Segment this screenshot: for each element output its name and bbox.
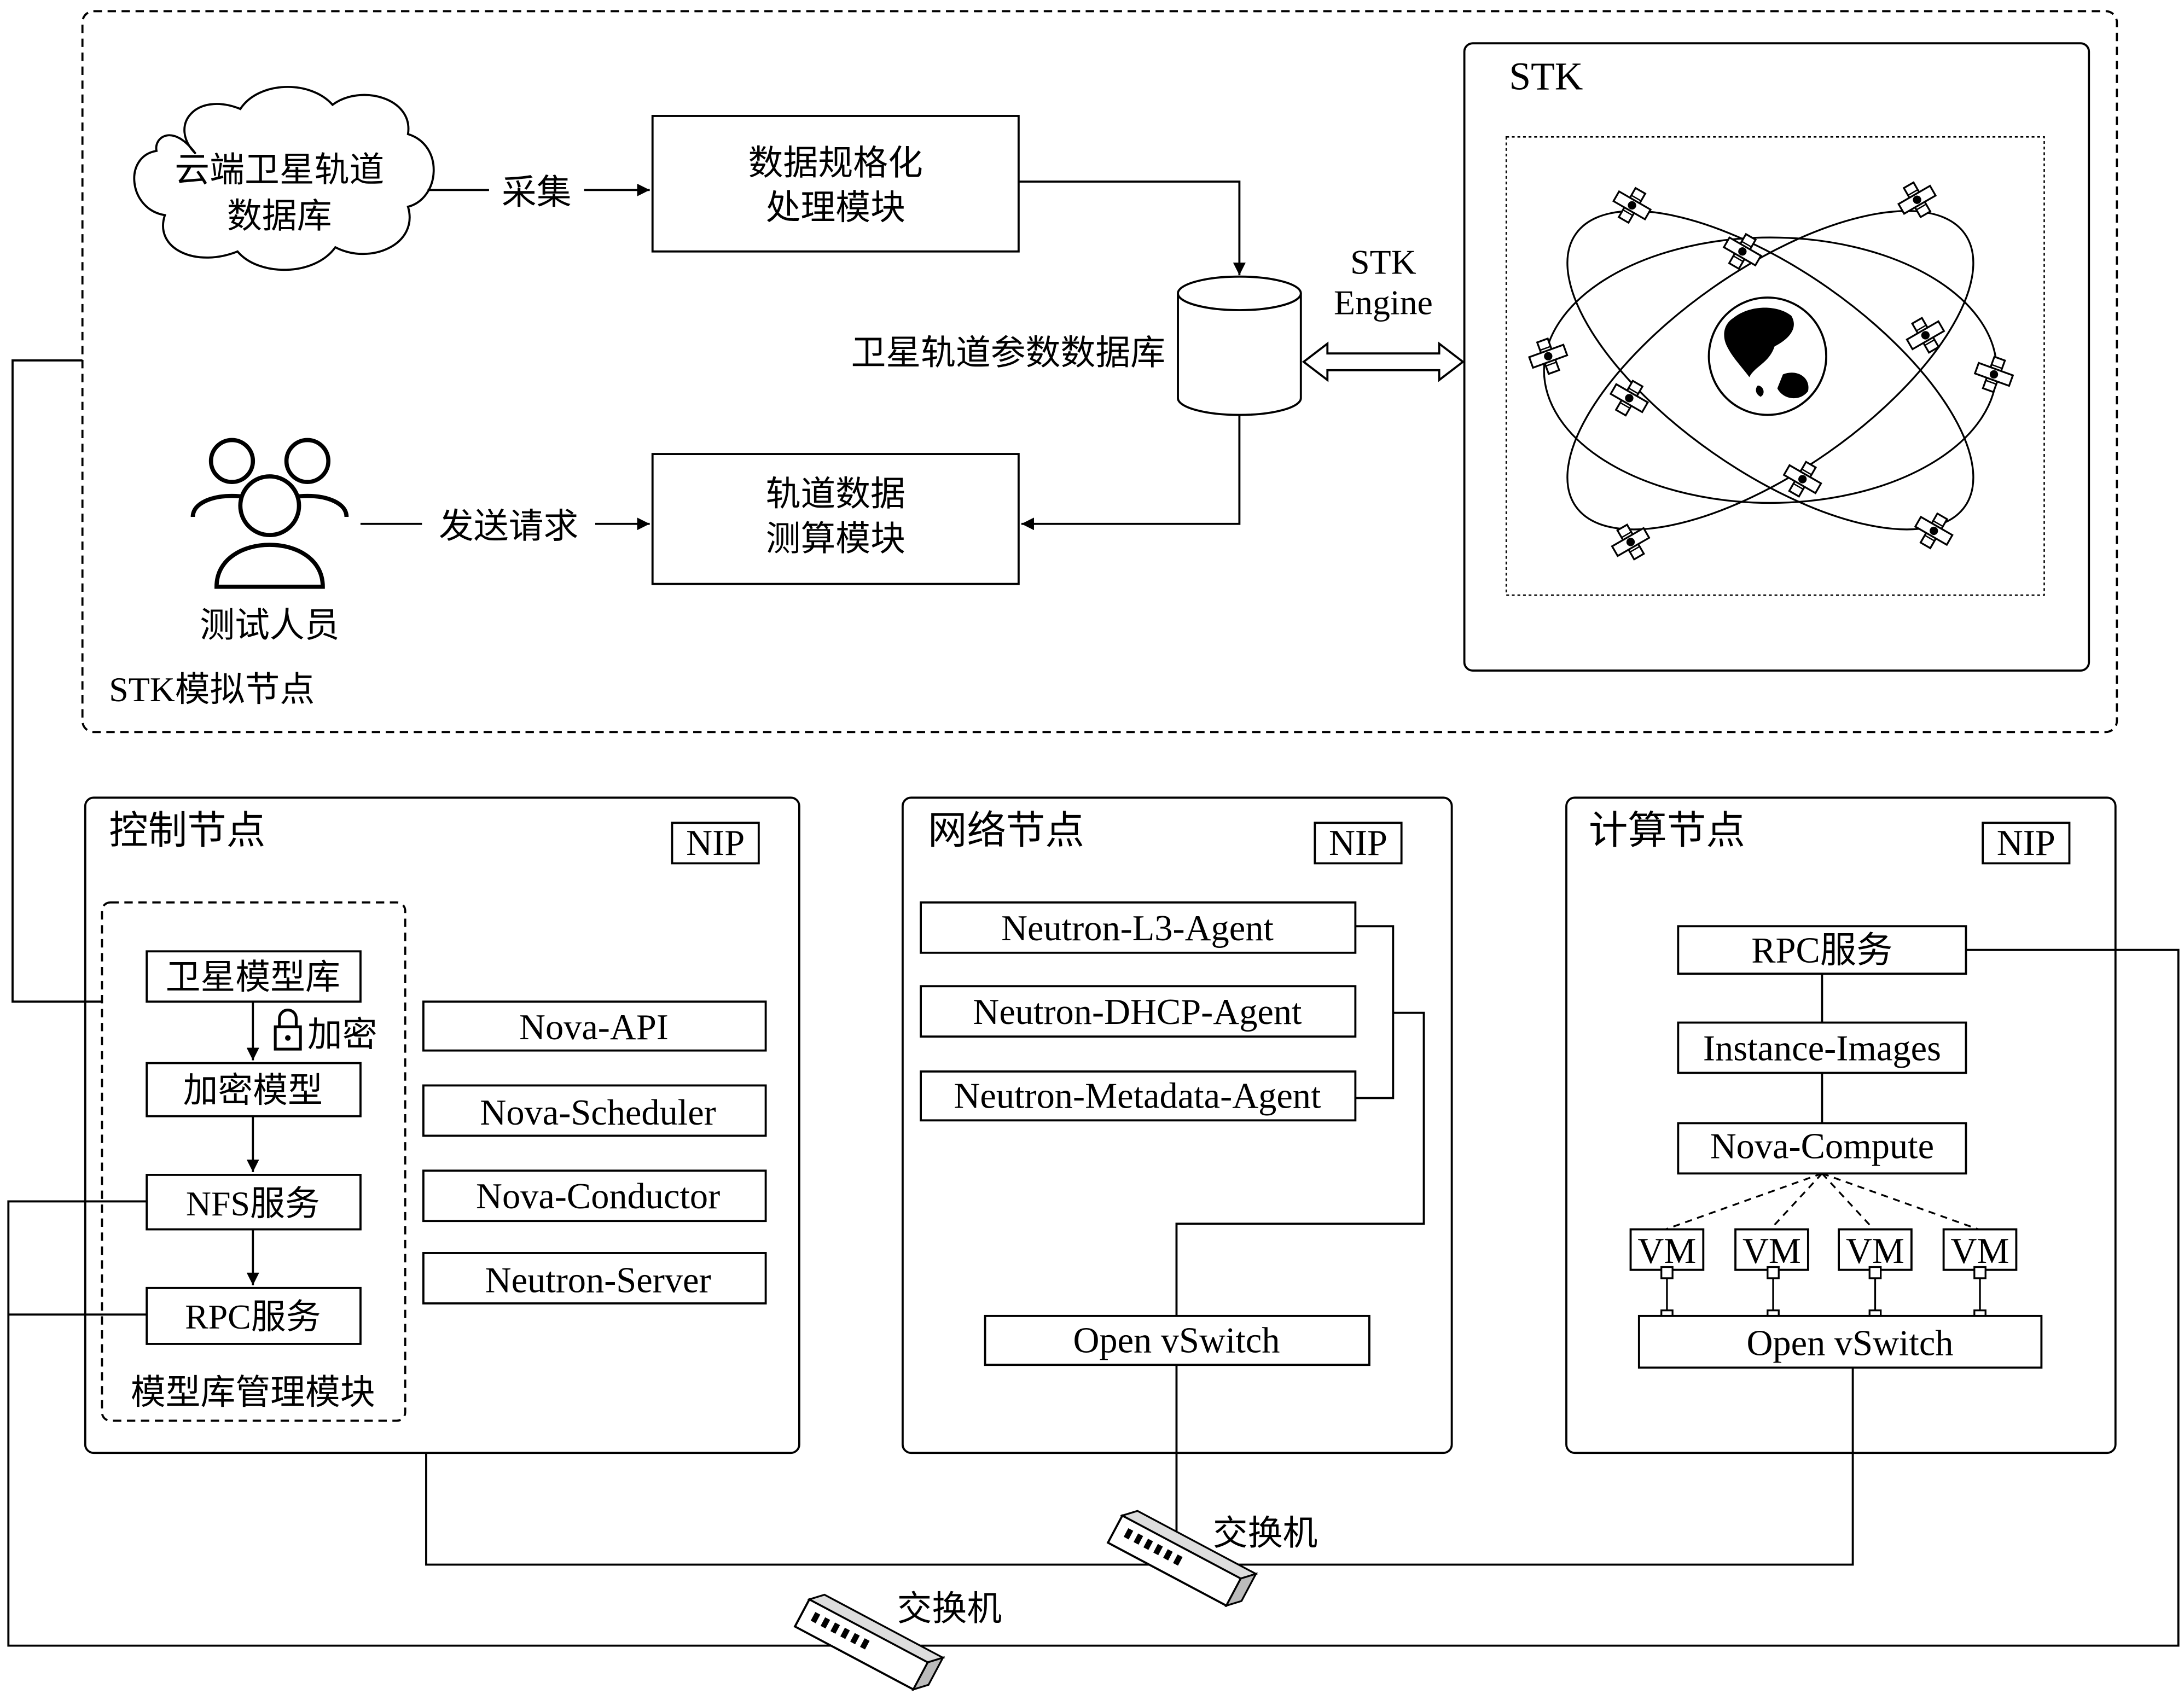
normalize-to-db-arrow [1018,181,1246,276]
nova-compute-label: Nova-Compute [1710,1126,1934,1166]
stk-window-title: STK [1509,55,1583,98]
vm-box [1942,1228,2018,1271]
nova-conductor-label: Nova-Conductor [476,1177,720,1216]
control-rpc-service-label: RPC服务 [185,1297,321,1336]
compute-nip-label: NIP [1997,823,2055,863]
sat-model-lib-box [146,950,362,1003]
control-rpc-service-box [146,1286,362,1345]
collect-label: 采集 [502,173,572,212]
neutron-dhcp-agent-label: Neutron-DHCP-Agent [973,992,1302,1032]
control-node-title: 控制节点 [109,810,265,853]
neutron-metadata-agent-label: Neutron-Metadata-Agent [954,1076,1321,1116]
neutron-l3-agent-box [920,901,1357,954]
network-nip-box [1314,822,1403,865]
neutron-l3-agent-label: Neutron-L3-Agent [1001,909,1274,948]
encrypted-model-box [146,1062,362,1117]
lock-icon [274,1009,302,1051]
sat-model-lib-label: 卫星模型库 [166,958,340,997]
switch-lower-label: 交换机 [897,1590,1002,1628]
testers-icon [190,438,349,589]
orbit-db-label: 卫星轨道参数数据库 [851,334,1165,372]
vm-label: VM [1846,1231,1904,1271]
model-lib-group-frame [101,901,406,1422]
stk-engine-label-line1: STK [1350,243,1416,282]
network-ovs-label: Open vSwitch [1073,1320,1280,1360]
network-ovs-box [984,1314,1370,1366]
compute-node-title: 计算节点 [1589,810,1745,853]
neutron-server-box [422,1252,767,1305]
vm-label: VM [1637,1231,1696,1271]
agents-to-ovs-line [1175,1011,1425,1316]
normalize-module-line2: 处理模块 [766,188,905,227]
upper-switch-bus [425,1367,1854,1566]
nfs-to-lower-switch-line [7,948,2180,1647]
compute-to-vm-dashed-lines [1665,1172,1979,1231]
network-node-title: 网络节点 [928,810,1084,853]
send-request-label: 发送请求 [439,506,578,545]
nova-scheduler-label: Nova-Scheduler [480,1093,716,1133]
normalize-module-line1: 数据规格化 [748,143,923,182]
vm-group: VM VM VM VM [1629,1228,2018,1271]
stk-engine-double-arrow [1302,341,1465,382]
earth-icon [1707,296,1827,416]
switch-icon-upper [1106,1510,1258,1608]
stk-to-control-link [11,359,102,1003]
stk-sim-node-label: STK模拟节点 [109,670,315,709]
instance-images-box [1677,1021,1967,1074]
orbit-db-cylinder [1177,275,1302,416]
compute-nip-box [1982,822,2071,865]
vm-box [1629,1228,1705,1271]
compute-ovs-label: Open vSwitch [1746,1323,1953,1363]
stk-view-frame [1505,136,2045,596]
orbit-calc-module-line1: 轨道数据 [766,475,905,514]
vm-label: VM [1951,1231,2009,1271]
model-lib-group-label: 模型库管理模块 [131,1373,375,1412]
neutron-dhcp-agent-box [920,985,1357,1038]
instance-images-label: Instance-Images [1703,1028,1941,1068]
nova-scheduler-box [422,1084,767,1137]
control-nip-label: NIP [686,823,745,863]
db-to-calc-arrow [1021,415,1241,531]
encrypt-label: 加密 [307,1015,377,1054]
nfs-service-label: NFS服务 [186,1184,320,1223]
cloud-db-line1: 云端卫星轨道 [175,150,384,189]
switch-upper-label: 交换机 [1213,1514,1318,1553]
normalize-module-box [651,115,1020,253]
nfs-service-box [146,1173,362,1231]
nova-conductor-box [422,1169,767,1222]
stk-sim-node-frame [81,10,2118,733]
control-nip-box [671,822,760,865]
nova-api-label: Nova-API [519,1008,669,1047]
network-nip-label: NIP [1329,823,1387,863]
switch-icon-lower [793,1593,945,1691]
vm-label: VM [1742,1231,1801,1271]
testers-label: 测试人员 [200,606,339,645]
encrypted-model-label: 加密模型 [183,1071,323,1110]
nova-api-box [422,1000,767,1052]
vm-box [1838,1228,1913,1271]
cloud-db-line2: 数据库 [227,196,332,235]
compute-rpc-service-label: RPC服务 [1751,931,1892,971]
stk-engine-label-line2: Engine [1334,283,1433,322]
orbit-calc-module-box [651,453,1020,585]
compute-ovs-box [1637,1314,2043,1369]
neutron-metadata-agent-box [920,1070,1357,1122]
cloud-database: 云端卫星轨道 数据库 [133,85,435,271]
neutron-server-label: Neutron-Server [485,1260,711,1300]
orbit-calc-module-line2: 测算模块 [766,519,905,558]
